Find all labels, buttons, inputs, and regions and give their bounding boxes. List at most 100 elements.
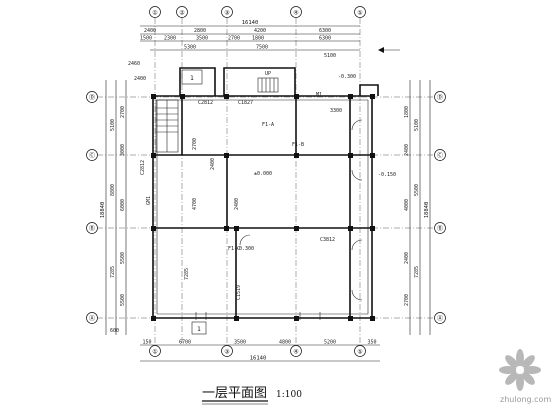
dim-int-5: 2400	[234, 198, 240, 210]
north-arrow-marker	[378, 47, 400, 53]
axis-right-a: Ⓐ	[437, 315, 443, 323]
level-d: -0.300	[236, 246, 254, 252]
level-b: ±0.000	[254, 171, 272, 177]
dim-left-sub-3: 6000	[120, 199, 126, 211]
stair-label: UP	[265, 71, 271, 77]
room-code-5: GM1	[146, 196, 152, 205]
axis-right-d: Ⓓ	[437, 94, 443, 102]
dim-right-1: 5100	[414, 119, 420, 131]
room-code-2: C1827	[238, 100, 253, 106]
dim-bottom-right: 350	[367, 340, 376, 346]
dim-top2-d: 6300	[319, 28, 331, 34]
axis-bottom-4: ④	[293, 349, 298, 356]
axis-top-4: ④	[293, 10, 298, 17]
room-code-4: C2812	[140, 160, 146, 175]
dim-top2-a: 2400	[144, 28, 156, 34]
dim-left-sub-5: 5500	[120, 294, 126, 306]
level-a: -0.300	[338, 74, 356, 80]
dim-bottom-left: 150	[142, 340, 151, 346]
axis-left-b: Ⓑ	[89, 225, 95, 233]
dim-left-sub-2: 3000	[120, 144, 126, 156]
section-mark-bottom: 1	[197, 326, 201, 333]
axis-top-2: ②	[179, 10, 185, 17]
right-axis-bubbles: Ⓓ Ⓒ Ⓑ Ⓐ	[434, 91, 446, 324]
room-code-3: M1	[316, 92, 322, 98]
top-axis-bubbles: ① ② ③ ④ ⑤	[149, 6, 366, 18]
bottom-dimensions: 6700 3500 4800 5200 16140 150 350	[140, 340, 380, 362]
dim-top3-d: 2700	[228, 36, 240, 42]
dim-int-3: 4700	[192, 198, 198, 210]
dim-top-mid: 5100	[324, 53, 336, 59]
dim-b1: 600	[110, 328, 119, 334]
left-axis-bubbles: Ⓓ Ⓒ Ⓑ Ⓐ	[86, 91, 98, 324]
dim-left-sub-4: 5500	[120, 252, 126, 264]
axis-bottom-1: ①	[152, 349, 157, 356]
room-code-1: C2812	[198, 100, 213, 106]
bottom-axis-bubbles: ① ③ ④ ⑤	[149, 345, 366, 357]
dim-int-4: 7285	[184, 268, 190, 280]
dim-right-sub-2: 2400	[404, 144, 410, 156]
dim-bottom-3: 4800	[279, 340, 291, 346]
note-c: F1-C	[228, 246, 240, 252]
axis-left-d: Ⓓ	[89, 94, 95, 102]
structural-columns	[151, 94, 375, 321]
room-code-7: C3812	[320, 237, 335, 243]
dim-right-sub-1: 1800	[404, 106, 410, 118]
dim-int-1: 2700	[192, 138, 198, 150]
axis-left-c: Ⓒ	[89, 152, 95, 160]
drawing-scale: 1:100	[276, 390, 302, 400]
note-b: F1-B	[292, 142, 304, 148]
dim-bottom-2: 3500	[234, 340, 246, 346]
annotations: 1 1 -0.300 ±0.000 -0.150 -0.300 C2812 C1…	[110, 69, 396, 335]
dim-top3-c: 3500	[196, 36, 208, 42]
drawing-title-block: 一层平面图 1:100	[202, 386, 302, 405]
dim-top3-f: 6300	[319, 36, 331, 42]
dim-right-sub-4: 2400	[404, 252, 410, 264]
dim-right-3: 7285	[414, 266, 420, 278]
axis-top-3: ③	[224, 10, 229, 17]
dim-right-2: 5500	[414, 184, 420, 196]
axis-right-b: Ⓑ	[437, 225, 443, 233]
dim-top-small: 2460	[128, 61, 140, 67]
section-mark-top: 1	[190, 75, 194, 82]
dim-top4-b: 7500	[256, 45, 268, 51]
dim-left-2: 8800	[110, 184, 116, 196]
top-dimensions: 16140 2400 2800 4200 6300 1500 2300 3500…	[128, 20, 360, 67]
room-code-6: C1519	[236, 285, 242, 300]
dim-bottom-total: 16140	[250, 356, 267, 362]
drawing-title: 一层平面图	[202, 386, 267, 401]
axis-top-1: ①	[152, 10, 157, 17]
building-walls	[152, 67, 379, 319]
dim-right-sub-5: 2700	[404, 294, 410, 306]
dim-top2-b: 2800	[194, 28, 206, 34]
dim-left-total: 18840	[100, 202, 106, 219]
dim-top-total: 16140	[242, 20, 259, 26]
dim-top3-b: 2300	[164, 36, 176, 42]
dim-top4-a: 5300	[184, 45, 196, 51]
watermark-logo: zhulong.com	[499, 349, 551, 404]
dim-top3-a: 1500	[140, 36, 152, 42]
openings	[195, 119, 363, 320]
axis-grid-lines	[97, 18, 445, 345]
dim-b2: 2400	[134, 76, 146, 82]
watermark-text: zhulong.com	[500, 395, 551, 404]
dim-bottom-4: 5200	[324, 340, 336, 346]
dim-right-total: 18840	[424, 202, 430, 219]
dim-right-sub-3: 4000	[404, 199, 410, 211]
dim-int-2: 2400	[210, 158, 216, 170]
dim-left-1: 5100	[110, 119, 116, 131]
dim-bottom-1: 6700	[179, 340, 191, 346]
axis-left-a: Ⓐ	[89, 315, 95, 323]
level-c: -0.150	[378, 172, 396, 178]
right-dimensions: 18840 5100 5500 7285 1800 2400 4000 2400…	[404, 80, 431, 335]
left-dimensions: 18840 5100 8800 7285 2700 3000 6000 5500…	[100, 80, 127, 335]
axis-bottom-5: ⑤	[357, 349, 362, 356]
dim-left-sub-1: 2700	[120, 106, 126, 118]
stair: UP	[155, 71, 279, 153]
dim-left-3: 7285	[110, 266, 116, 278]
dim-top3-e: 1800	[252, 36, 264, 42]
dim-top2-c: 4200	[254, 28, 266, 34]
dim-int-6: 3300	[330, 108, 342, 114]
axis-bottom-3: ③	[224, 349, 229, 356]
